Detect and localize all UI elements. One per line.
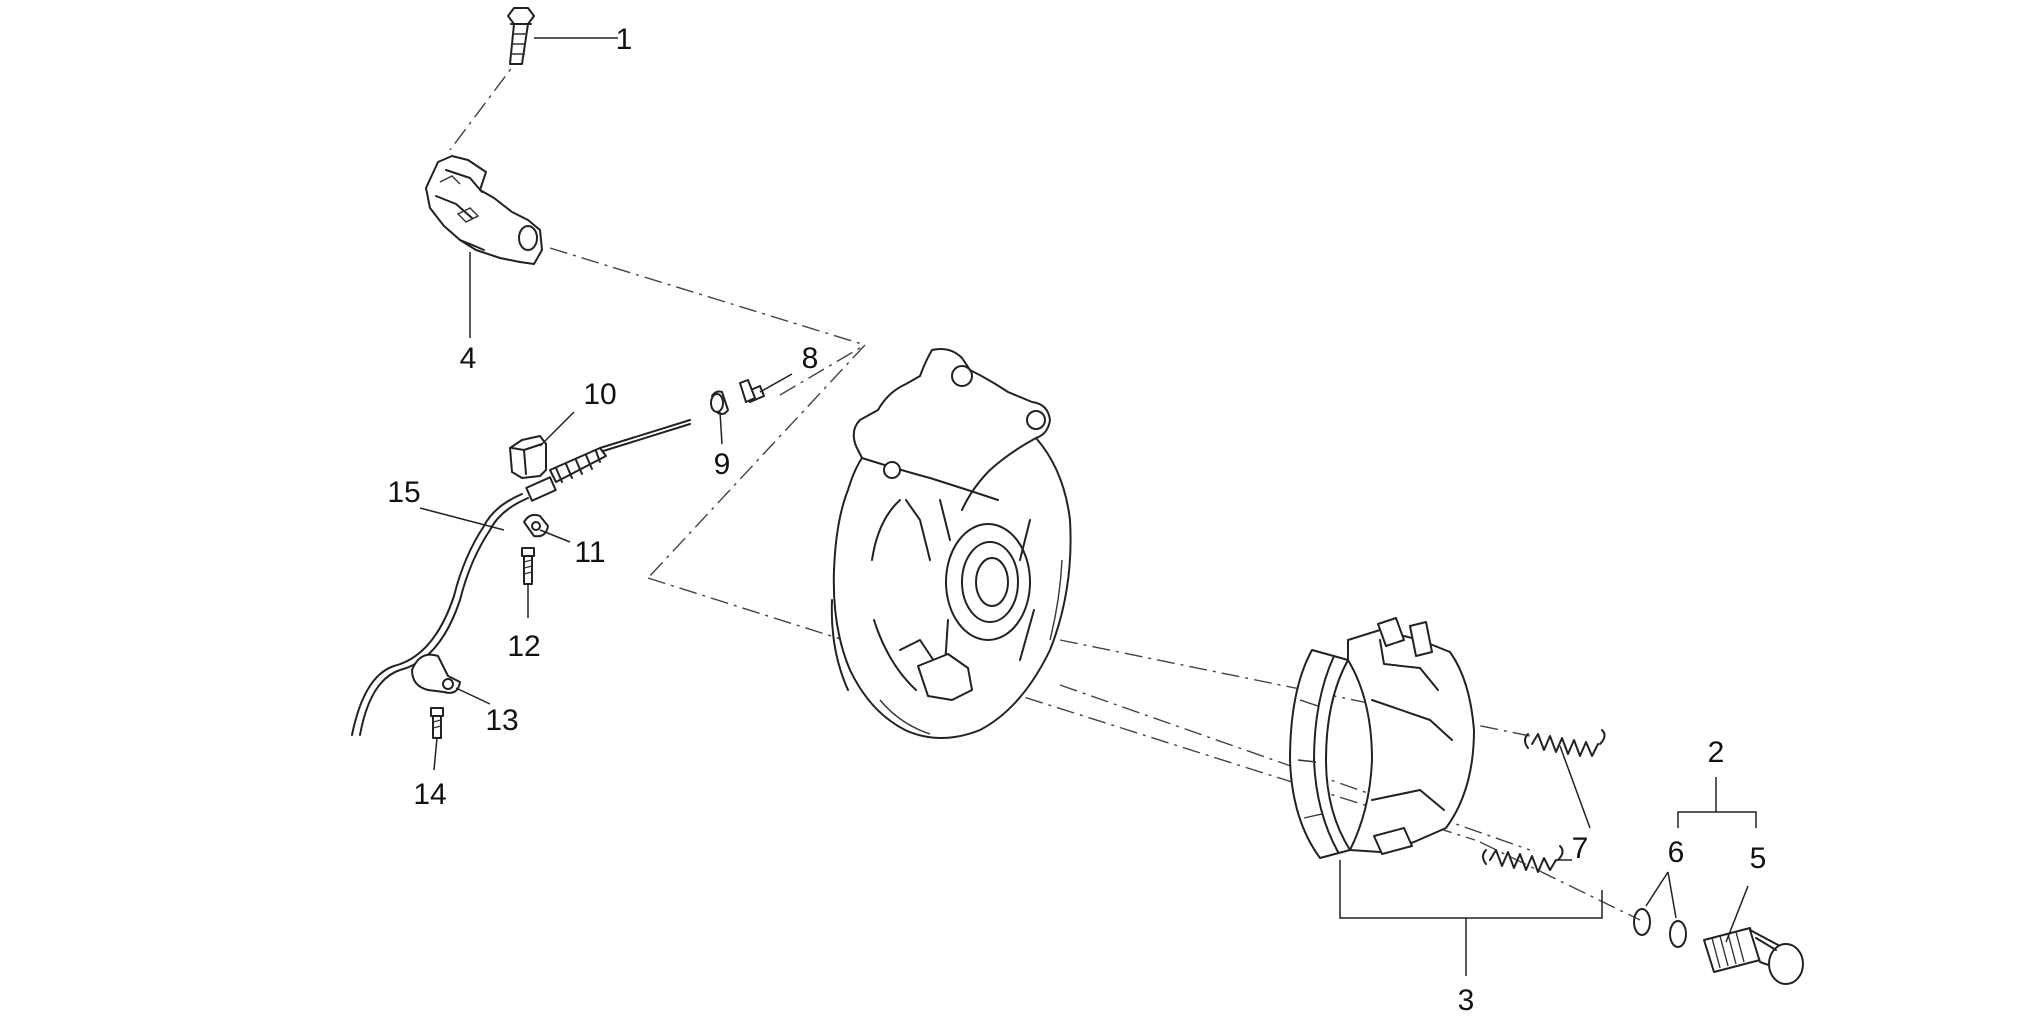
part-brake-cam	[1703, 927, 1804, 985]
part-cable-clamp-large	[411, 653, 461, 694]
callout-9: 9	[714, 448, 731, 481]
callout-12: 12	[507, 630, 540, 663]
callout-labels: 1 2 3 4 5 6 7 8 9 10 11 12 13 14 15	[387, 23, 1767, 1017]
callout-8: 8	[802, 342, 819, 375]
callout-2: 2	[1708, 736, 1725, 769]
part-cable-clamp-small	[523, 513, 549, 538]
callout-1: 1	[616, 23, 633, 56]
leader-lines	[419, 37, 1757, 976]
part-cable-nipple	[739, 379, 765, 403]
callout-10: 10	[583, 378, 616, 411]
callout-6: 6	[1668, 836, 1685, 869]
callout-3: 3	[1458, 984, 1475, 1015]
part-washers	[1633, 908, 1687, 948]
callout-11: 11	[574, 536, 605, 569]
part-cable-barrel	[710, 390, 729, 415]
part-bracket	[425, 155, 543, 265]
part-spring-upper	[1524, 729, 1606, 757]
part-brake-shoes	[1289, 617, 1475, 859]
part-brake-backing-plate	[830, 348, 1072, 739]
part-spring-lower	[1482, 845, 1564, 873]
callout-7: 7	[1572, 832, 1589, 865]
callout-4: 4	[460, 342, 477, 375]
part-screw-12	[521, 547, 535, 585]
part-bolt	[507, 7, 535, 65]
callout-14: 14	[413, 778, 446, 811]
part-brake-cable	[351, 419, 691, 736]
part-screw-14	[430, 707, 444, 739]
callout-13: 13	[485, 704, 518, 737]
callout-5: 5	[1750, 842, 1767, 875]
callout-15: 15	[387, 476, 420, 509]
part-cable-clip	[509, 435, 547, 479]
